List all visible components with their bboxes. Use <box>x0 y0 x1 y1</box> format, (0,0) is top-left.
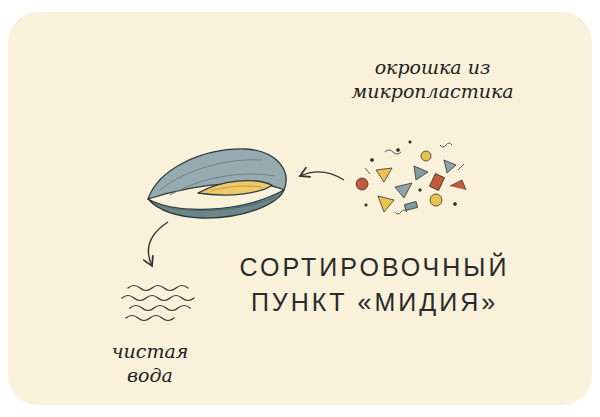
background-panel <box>8 12 592 405</box>
flow-arrow <box>148 222 168 266</box>
note-label: окрошка из микропластика <box>345 56 520 104</box>
note-label: чистая вода <box>108 340 192 388</box>
mussel-illustration <box>148 149 286 218</box>
microplastic-bits <box>356 141 466 214</box>
water-waves <box>122 286 194 321</box>
flow-arrow <box>300 172 344 180</box>
diagram-title: СОРТИРОВОЧНЫЙ ПУНКТ «МИДИЯ» <box>232 250 517 320</box>
